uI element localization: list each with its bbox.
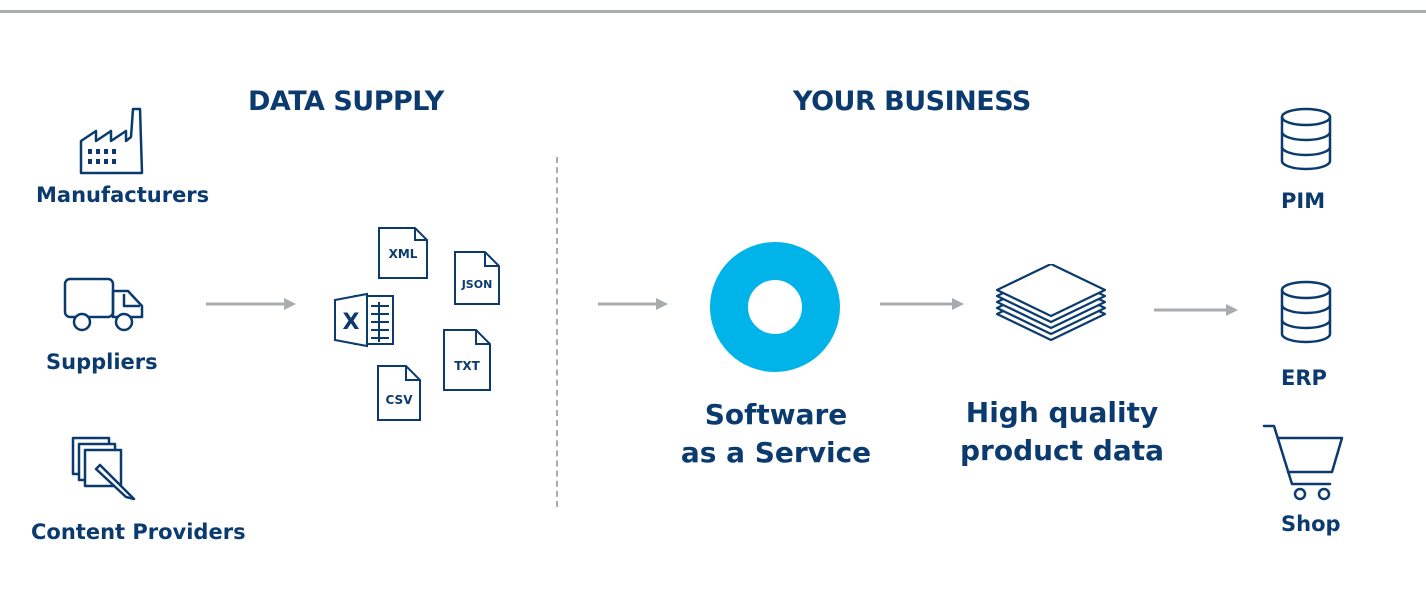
factory-icon (79, 107, 144, 175)
your-business-heading: YOUR BUSINESS (793, 86, 1031, 117)
shop-label: Shop (1281, 512, 1341, 536)
xml-label: XML (389, 247, 418, 261)
arrow-saas-to-data (880, 298, 964, 310)
arrow-sources-to-files (206, 298, 296, 310)
saas-line-1: Software (704, 398, 848, 431)
excel-label: X (343, 310, 360, 335)
saas-line-2: as a Service (680, 436, 872, 469)
erp-database-icon (1280, 280, 1332, 344)
saas-label: Software as a Service (676, 396, 876, 472)
top-divider-line (0, 10, 1426, 13)
excel-file-icon: X (334, 292, 394, 348)
json-file-icon: JSON (454, 251, 500, 305)
section-divider (556, 157, 558, 507)
txt-label: TXT (454, 359, 480, 373)
csv-file-icon: CSV (377, 365, 421, 421)
truck-icon (63, 277, 144, 332)
manufacturers-label: Manufacturers (36, 183, 210, 207)
product-data-line-1: High quality (965, 396, 1159, 429)
data-supply-heading: DATA SUPPLY (248, 86, 444, 117)
xml-file-icon: XML (378, 227, 428, 279)
json-label: JSON (461, 278, 493, 291)
erp-label: ERP (1281, 366, 1327, 390)
content-stack-icon (71, 436, 136, 501)
shopping-cart-icon (1262, 424, 1344, 501)
txt-file-icon: TXT (443, 329, 491, 391)
arrow-data-to-targets (1154, 304, 1238, 316)
suppliers-label: Suppliers (46, 350, 158, 374)
saas-ring-icon (710, 242, 840, 372)
layers-stack-icon (995, 264, 1107, 342)
pim-label: PIM (1281, 189, 1326, 213)
arrow-files-to-saas (598, 298, 668, 310)
product-data-line-2: product data (959, 434, 1164, 467)
content-providers-label: Content Providers (31, 520, 246, 544)
pim-database-icon (1280, 107, 1332, 171)
csv-label: CSV (386, 393, 414, 407)
product-data-label: High quality product data (952, 394, 1172, 470)
